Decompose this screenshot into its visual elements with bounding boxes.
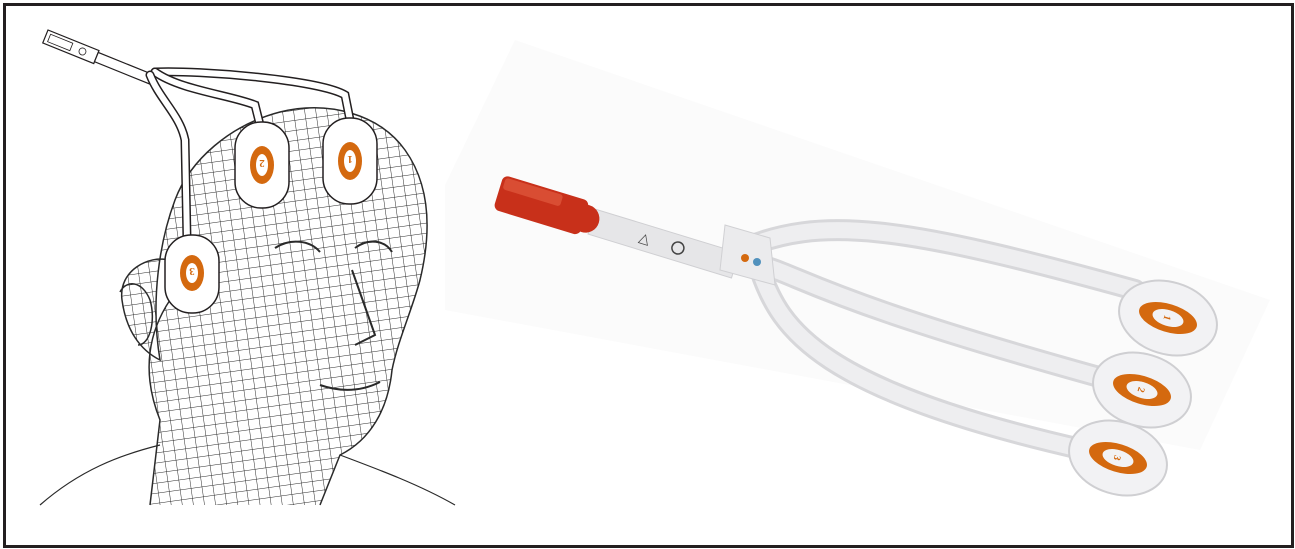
left-electrode-1: 1 [323,118,377,204]
left-electrode-3-label: 3 [189,265,195,277]
left-electrode-3: 3 [165,235,219,313]
left-electrode-2-label: 2 [259,157,265,169]
left-electrode-1-label: 1 [347,153,353,165]
left-electrode-2: 2 [235,122,289,208]
